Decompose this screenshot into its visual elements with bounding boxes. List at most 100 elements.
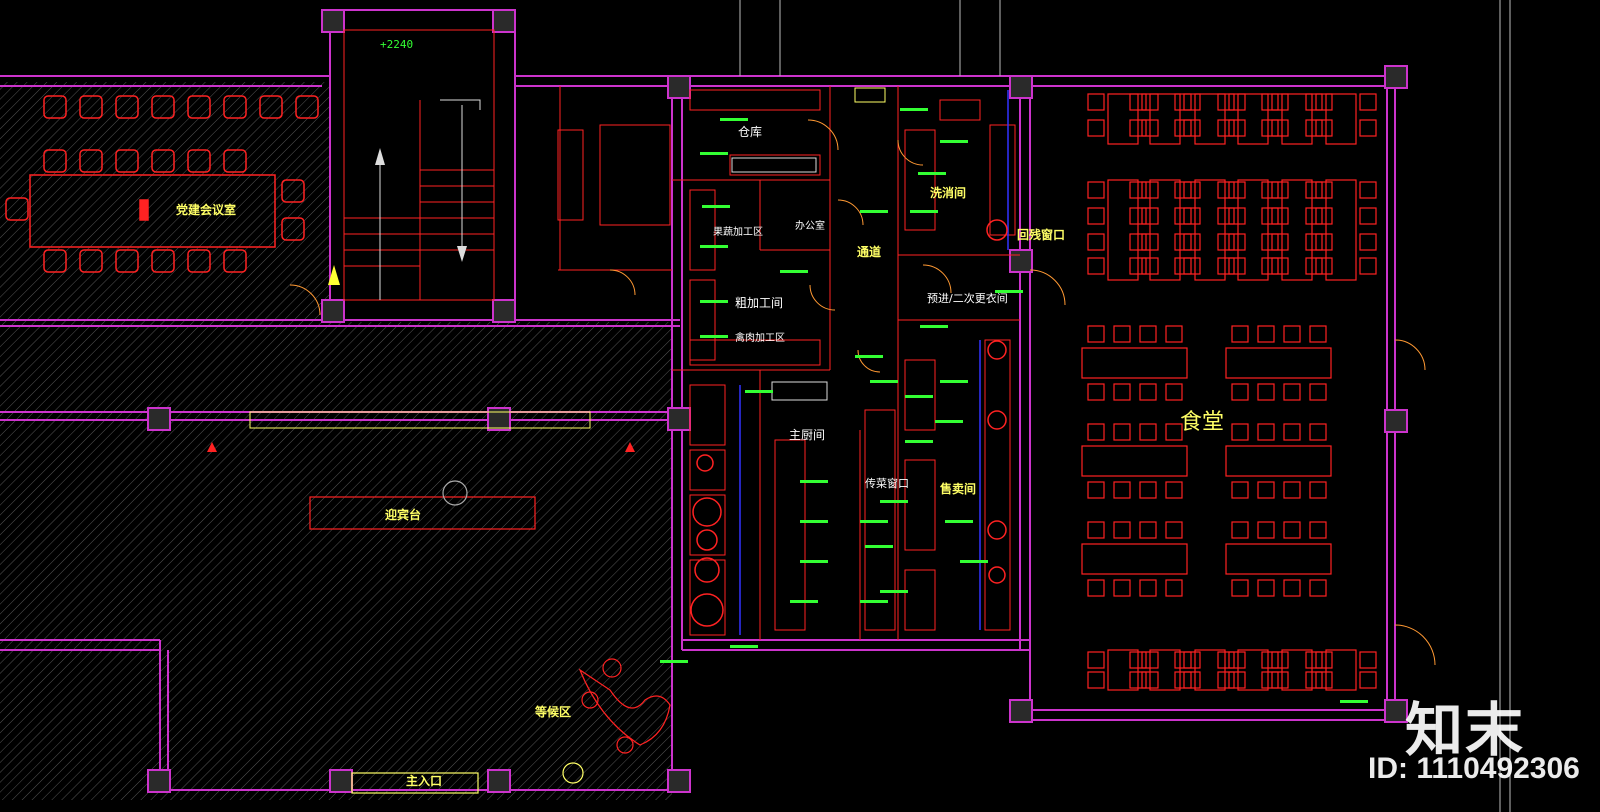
annotation-tick — [918, 172, 946, 175]
annotation-tick — [720, 118, 748, 121]
annotation-tick — [780, 270, 808, 273]
annotation-tick — [865, 545, 893, 548]
canteen-chair — [1139, 579, 1157, 597]
canteen-chair — [1309, 383, 1327, 401]
canteen-chair — [1309, 481, 1327, 499]
canteen-chair — [1315, 233, 1333, 251]
canteen-chair — [1228, 671, 1246, 689]
canteen-chair — [1305, 257, 1323, 275]
room-label-pre-change: 预进/二次更衣间 — [927, 292, 1008, 305]
canteen-chair — [1087, 481, 1105, 499]
canteen-chair — [1174, 233, 1192, 251]
canteen-chair — [1139, 383, 1157, 401]
canteen-chair — [1283, 325, 1301, 343]
annotation-tick — [880, 500, 908, 503]
canteen-chair — [1113, 383, 1131, 401]
canteen-chair — [1183, 233, 1201, 251]
room-label-office: 办公室 — [795, 221, 825, 232]
canteen-chair — [1139, 481, 1157, 499]
canteen-chair — [1309, 521, 1327, 539]
canteen-chair — [1113, 423, 1131, 441]
stairs — [343, 29, 495, 301]
annotation-tick — [790, 600, 818, 603]
canteen-chair — [1271, 207, 1289, 225]
canteen-chair — [1174, 119, 1192, 137]
canteen-chair — [1257, 481, 1275, 499]
room-label-rough-process: 粗加工间 — [735, 296, 784, 310]
canteen-chair — [1231, 423, 1249, 441]
canteen-chair — [1359, 671, 1377, 689]
canteen-chair — [1217, 181, 1235, 199]
canteen-chair — [1141, 119, 1159, 137]
canteen-chair — [1283, 579, 1301, 597]
annotation-tick — [860, 520, 888, 523]
kitchen-partitions — [557, 86, 1020, 640]
canteen-chair — [1129, 671, 1147, 689]
canteen-chair — [1228, 233, 1246, 251]
room-label-party-meeting: 党建会议室 — [176, 203, 237, 217]
canteen-chair — [1183, 181, 1201, 199]
canteen-chair — [1305, 119, 1323, 137]
canteen-chair — [1087, 119, 1105, 137]
annotation-tick — [700, 300, 728, 303]
canteen-chair — [1305, 233, 1323, 251]
canteen-chair — [1141, 233, 1159, 251]
canteen-chair — [1271, 671, 1289, 689]
canteen-chair — [1283, 521, 1301, 539]
canteen-chair — [1174, 181, 1192, 199]
canteen-chair — [1231, 579, 1249, 597]
canteen-chair — [1228, 651, 1246, 669]
canteen-chair — [1257, 423, 1275, 441]
annotation-tick — [800, 480, 828, 483]
canteen-chair — [1228, 207, 1246, 225]
canteen-chair — [1087, 181, 1105, 199]
room-label-waiting-area: 等候区 — [535, 705, 572, 719]
annotation-tick — [935, 420, 963, 423]
canteen-chair — [1087, 257, 1105, 275]
canteen-chair — [1129, 257, 1147, 275]
canteen-chair — [1261, 181, 1279, 199]
canteen-chair — [1113, 481, 1131, 499]
annotation-tick — [800, 520, 828, 523]
watermark-id: ID: 1110492306 — [1368, 752, 1580, 785]
canteen-chair — [1174, 207, 1192, 225]
canteen-chair — [1141, 651, 1159, 669]
canteen-chair — [1087, 383, 1105, 401]
canteen-chair — [1217, 257, 1235, 275]
canteen-chair — [1139, 521, 1157, 539]
canteen-chair — [1228, 257, 1246, 275]
canteen-chair — [1271, 257, 1289, 275]
canteen-chair — [1228, 93, 1246, 111]
room-label-sale-room: 售卖间 — [940, 482, 977, 496]
canteen-chair — [1183, 207, 1201, 225]
annotation-tick — [702, 205, 730, 208]
room-label-main-entrance: 主入口 — [406, 774, 443, 788]
canteen-chair — [1087, 521, 1105, 539]
canteen-chair — [1359, 207, 1377, 225]
annotation-tick — [945, 520, 973, 523]
canteen-chair — [1228, 181, 1246, 199]
annotation-tick — [905, 440, 933, 443]
annotation-tick — [880, 590, 908, 593]
room-label-main-kitchen: 主厨间 — [789, 428, 826, 442]
annotation-tick — [800, 560, 828, 563]
canteen-chair — [1183, 671, 1201, 689]
canteen-chair — [1217, 671, 1235, 689]
lobby-furniture — [309, 480, 671, 794]
canteen-chair — [1217, 651, 1235, 669]
meeting-furniture — [5, 95, 319, 273]
canteen-chair — [1257, 325, 1275, 343]
annotation-tick — [1340, 700, 1368, 703]
canteen-chair — [1305, 93, 1323, 111]
canteen-chair — [1129, 93, 1147, 111]
canteen-chair — [1261, 233, 1279, 251]
canteen-chair — [1257, 521, 1275, 539]
walls — [0, 9, 1396, 791]
doors — [289, 119, 1436, 666]
canteen-chair — [1261, 207, 1279, 225]
canteen-chair — [1165, 579, 1183, 597]
annotation-tick — [730, 645, 758, 648]
canteen-chair — [1231, 521, 1249, 539]
canteen-chair — [1174, 257, 1192, 275]
canteen-chair — [1315, 257, 1333, 275]
